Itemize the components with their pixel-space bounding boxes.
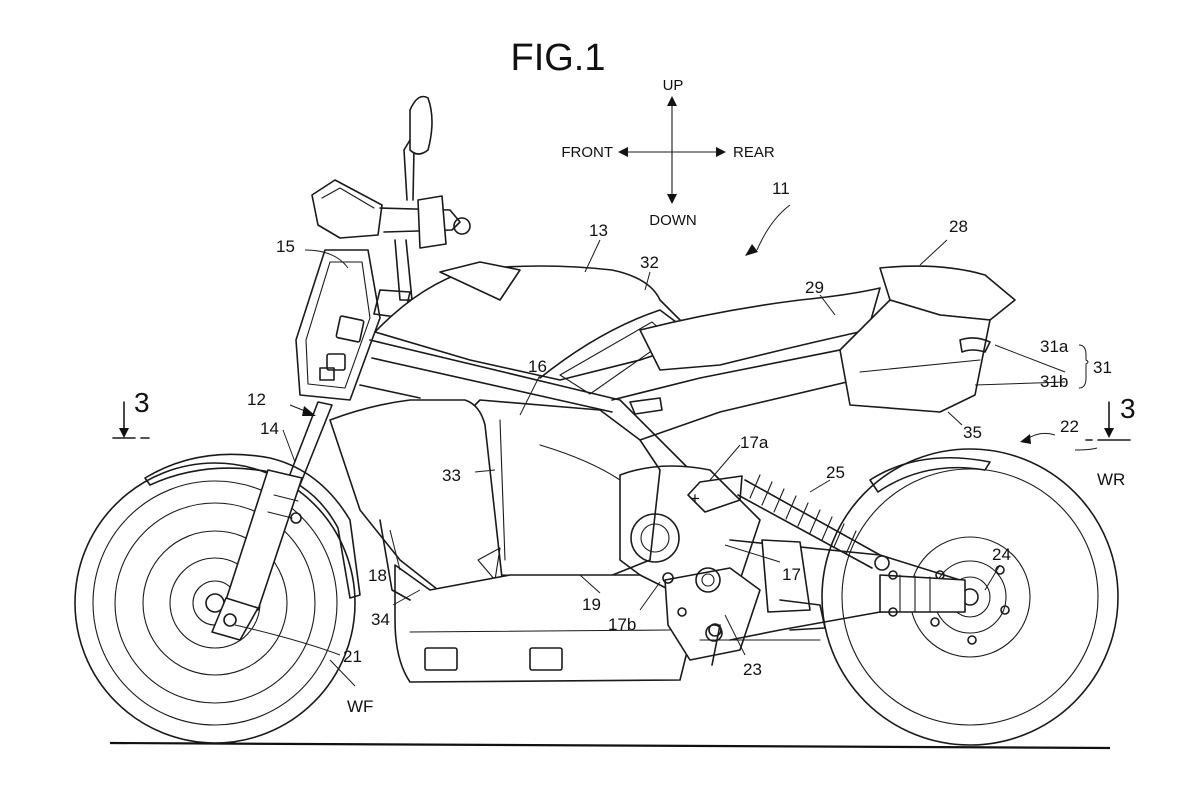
label-22: 22 bbox=[1060, 417, 1079, 436]
section-mark-left: 3 bbox=[112, 387, 150, 439]
leader-lines bbox=[234, 204, 1098, 687]
tail-cowl bbox=[839, 265, 1016, 413]
label-35: 35 bbox=[963, 423, 982, 442]
label-12: 12 bbox=[247, 390, 266, 409]
side-cover bbox=[329, 399, 506, 616]
label-11: 11 bbox=[772, 179, 790, 198]
label-34: 34 bbox=[371, 610, 390, 629]
lower-case bbox=[379, 519, 691, 683]
label-WF: WF bbox=[347, 697, 373, 716]
label-31: 31 bbox=[1093, 358, 1112, 377]
direction-rear-label: REAR bbox=[733, 144, 775, 161]
label-15: 15 bbox=[276, 237, 295, 256]
handlebar-assembly bbox=[373, 95, 471, 319]
section-mark-left-label: 3 bbox=[134, 387, 150, 418]
label-19: 19 bbox=[582, 595, 601, 614]
direction-front-label: FRONT bbox=[561, 144, 613, 161]
arrow-left-icon bbox=[618, 147, 628, 157]
label-21: 21 bbox=[343, 647, 362, 666]
direction-indicator: UP DOWN FRONT REAR bbox=[561, 77, 775, 229]
section-mark-right: 3 bbox=[1085, 393, 1136, 441]
label-32: 32 bbox=[640, 253, 659, 272]
arrow-down-icon bbox=[667, 194, 677, 204]
arrow-right-icon bbox=[716, 147, 726, 157]
arrow-up-icon bbox=[667, 96, 677, 106]
label-18: 18 bbox=[368, 566, 387, 585]
label-13: 13 bbox=[589, 221, 608, 240]
label-17b: 17b bbox=[608, 615, 636, 634]
direction-down-label: DOWN bbox=[649, 212, 697, 229]
ground-line bbox=[109, 741, 1111, 750]
kickstand bbox=[705, 624, 723, 666]
label-17: 17 bbox=[782, 565, 801, 584]
label-17a: 17a bbox=[740, 433, 769, 452]
front-fork bbox=[211, 401, 333, 641]
label-31a: 31a bbox=[1040, 337, 1069, 356]
rear-wheel bbox=[821, 448, 1119, 746]
direction-up-label: UP bbox=[663, 77, 684, 94]
front-wheel bbox=[74, 453, 361, 744]
seat bbox=[639, 287, 881, 371]
label-WR: WR bbox=[1097, 470, 1125, 489]
label-28: 28 bbox=[949, 217, 968, 236]
tank-cover bbox=[374, 261, 701, 415]
reference-labels: 11 12 13 14 15 16 17 17a 17b 18 19 21 22… bbox=[247, 179, 1125, 716]
label-16: 16 bbox=[528, 357, 547, 376]
headlight-cowl bbox=[295, 179, 383, 401]
figure-title: FIG.1 bbox=[510, 37, 605, 79]
rear-shock bbox=[737, 474, 890, 571]
pivot-mark: + bbox=[690, 489, 700, 508]
label-29: 29 bbox=[805, 278, 824, 297]
label-14: 14 bbox=[260, 419, 279, 438]
label-24: 24 bbox=[992, 545, 1011, 564]
label-25: 25 bbox=[826, 463, 845, 482]
section-mark-right-label: 3 bbox=[1120, 393, 1136, 424]
label-23: 23 bbox=[743, 660, 762, 679]
label-31b: 31b bbox=[1040, 372, 1068, 391]
label-33: 33 bbox=[442, 466, 461, 485]
